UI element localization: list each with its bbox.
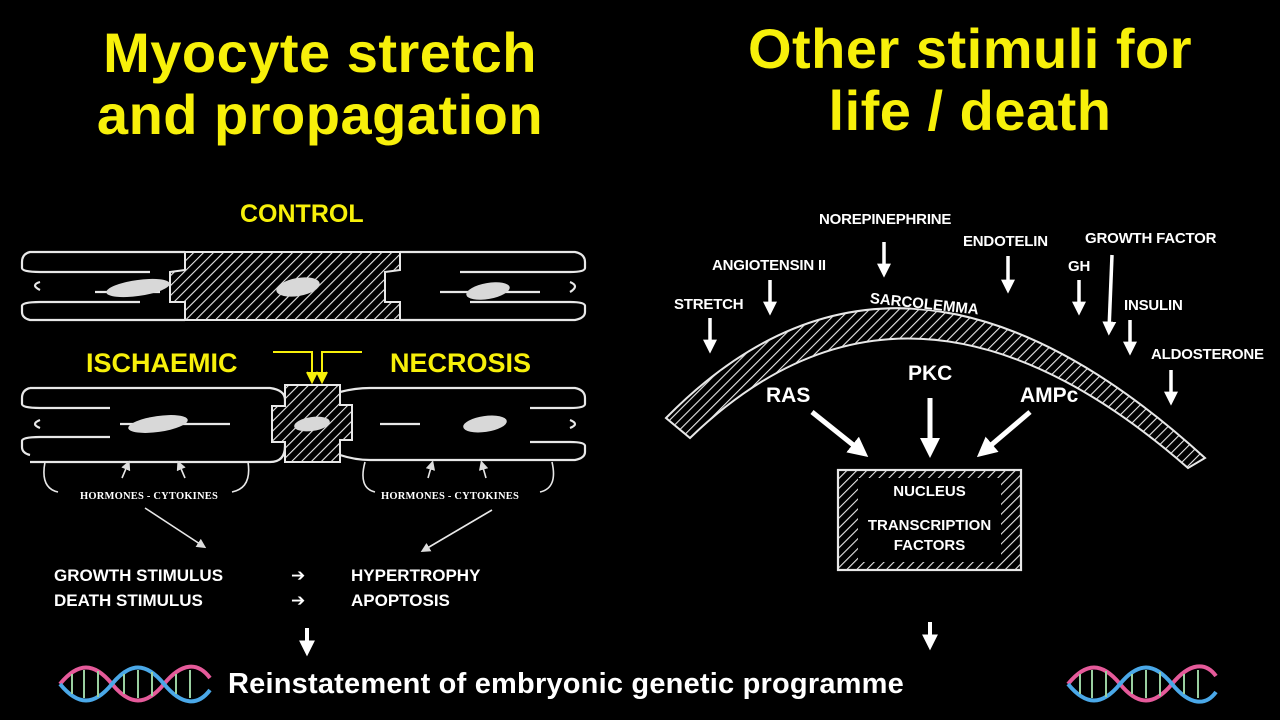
ischaemic-label: ISCHAEMIC — [86, 348, 238, 378]
footer-text: Reinstatement of embryonic genetic progr… — [228, 668, 904, 700]
necrotic-nucleus — [294, 416, 330, 432]
stimulus-aldosterone: ALDOSTERONE — [1151, 346, 1264, 363]
sarcolemma-membrane — [664, 307, 1207, 470]
control-label: CONTROL — [240, 200, 364, 228]
left-title: Myocyte stretch and propagation — [40, 22, 600, 146]
dna-icon — [58, 664, 212, 704]
arrow-right-icon: ➔ — [291, 566, 306, 585]
stimulus-growth-factor: GROWTH FACTOR — [1085, 230, 1217, 247]
messenger-pkc: PKC — [908, 362, 953, 385]
sarcolemma-label-bg — [869, 283, 999, 317]
control-myocyte-row — [20, 250, 587, 322]
left-title-line-1: Myocyte stretch — [103, 21, 537, 84]
control-nucleus-3 — [466, 282, 510, 300]
growth-stimulus-label: GROWTH STIMULUS — [54, 566, 224, 585]
hormones-cytokines-left: HORMONES - CYTOKINES — [80, 491, 218, 502]
messenger-ras: RAS — [766, 384, 811, 407]
control-nucleus-2 — [276, 277, 320, 297]
stimulus-gh: GH — [1068, 258, 1091, 275]
stimulus-norepinephrine: NOREPINEPHRINE — [819, 211, 952, 228]
transcription-factors-label: TRANSCRIPTION FACTORS — [858, 516, 1001, 556]
right-title-line-1: Other stimuli for — [747, 17, 1193, 80]
necrosis-label: NECROSIS — [390, 348, 532, 378]
stimulus-stretch: STRETCH — [674, 296, 744, 313]
arrow-right-icon: ➔ — [291, 591, 306, 610]
right-title-line-2: life / death — [828, 79, 1112, 142]
ischaemic-nucleus-1 — [128, 415, 188, 433]
control-nucleus-1 — [106, 278, 170, 298]
messenger-ampc: AMPc — [1020, 384, 1079, 407]
apoptosis-label: APOPTOSIS — [351, 591, 450, 610]
left-title-line-2: and propagation — [96, 83, 544, 146]
nucleus-box-inner — [858, 478, 1001, 562]
stimulus-endotelin: ENDOTELIN — [963, 233, 1048, 250]
stimulus-arrows — [703, 242, 1178, 406]
hypertrophy-label: HYPERTROPHY — [351, 566, 481, 585]
death-stimulus-label: DEATH STIMULUS — [54, 591, 203, 610]
stimulus-insulin: INSULIN — [1124, 297, 1183, 314]
messenger-arrows — [810, 398, 1032, 458]
nucleus-label: NUCLEUS — [893, 483, 966, 500]
transcription-line-2: FACTORS — [893, 537, 966, 554]
hormone-arcs — [43, 460, 555, 552]
dna-icon — [1066, 664, 1218, 704]
hormones-cytokines-right: HORMONES - CYTOKINES — [381, 491, 519, 502]
ischaemic-nucleus-2 — [463, 415, 507, 433]
necrosis-pointer — [273, 351, 362, 385]
stimulus-angiotensin: ANGIOTENSIN II — [712, 257, 826, 274]
transcription-line-1: TRANSCRIPTION — [867, 517, 992, 534]
right-title: Other stimuli for life / death — [680, 18, 1260, 142]
